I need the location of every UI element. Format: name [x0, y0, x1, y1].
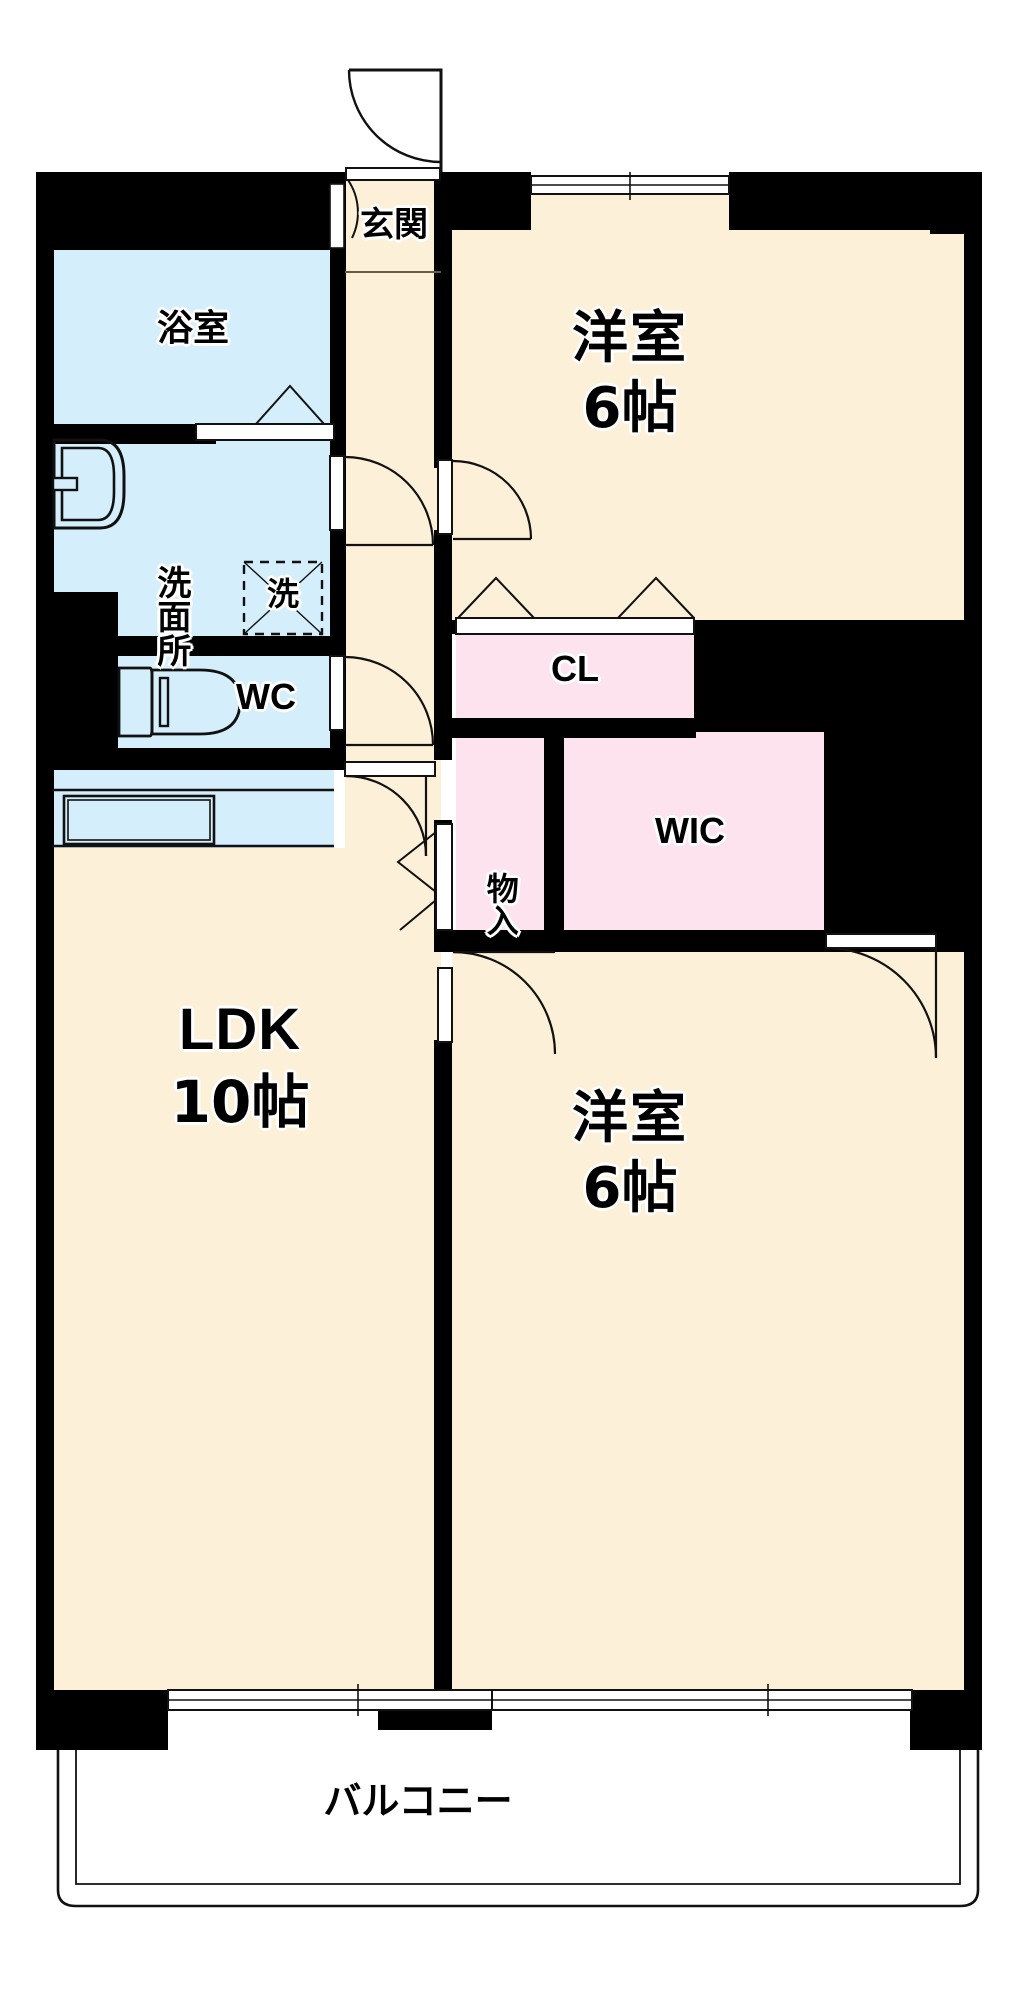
wall-top-left — [36, 172, 346, 250]
wall-washroom-wc-divider — [118, 636, 346, 656]
room-north-floor-ext — [452, 230, 982, 628]
label-washroom-l1: 洗面所 — [150, 565, 191, 668]
wall-entrance-inner-right — [434, 172, 452, 232]
label-ldk: LDK — [178, 997, 302, 1062]
wall-hall-right-upper — [434, 172, 452, 468]
wall-entrance-left — [330, 172, 346, 252]
label-balcony: バルコニー — [323, 1779, 513, 1823]
label-cl: CL — [551, 648, 599, 689]
label-wc: WC — [236, 676, 296, 717]
wall-right-outer — [964, 172, 982, 1750]
label-room-south-size: 6帖 — [582, 1156, 678, 1221]
label-bathroom: 浴室 — [156, 308, 229, 349]
label-washer: 洗 — [266, 575, 299, 613]
wall-bottom-right-stub — [910, 1690, 982, 1750]
label-storage: 物入 — [470, 798, 530, 1010]
wic-floor — [562, 732, 824, 932]
label-washroom: 洗面所 — [140, 470, 200, 763]
label-storage-text: 物入 — [481, 872, 520, 937]
wall-wc-bottom — [36, 748, 346, 770]
wall-top-entrance-right — [441, 172, 531, 230]
closet-floor — [456, 628, 694, 720]
wall-washroom-left-pocket — [36, 592, 118, 758]
room-south-floor — [452, 948, 982, 1690]
wall-bath-washroom-divider — [36, 424, 216, 444]
wall-bottom-left-stub — [36, 1690, 168, 1750]
wall-closet-bottom — [452, 718, 696, 738]
wall-left-outer — [36, 172, 54, 1750]
label-room-north-size: 6帖 — [582, 376, 678, 441]
wall-ldk-right — [434, 1040, 452, 1700]
wall-hall-right-mid — [434, 530, 452, 760]
wall-closet-right-block — [694, 620, 982, 732]
label-wic: WIC — [655, 810, 725, 851]
label-room-south: 洋室 — [572, 1086, 688, 1151]
wall-waterarea-right — [330, 250, 346, 770]
label-room-north: 洋室 — [572, 306, 688, 371]
ldk-floor-lower — [52, 1120, 434, 1690]
storage-floor — [456, 732, 544, 932]
wall-storage-wic-divider — [544, 732, 564, 932]
entrance-floor — [345, 176, 441, 272]
label-entrance: 玄関 — [360, 205, 428, 245]
kitchen-counter-floor — [52, 770, 334, 848]
wall-wic-right-stub — [824, 732, 982, 932]
label-ldk-size: 10帖 — [170, 1068, 310, 1136]
